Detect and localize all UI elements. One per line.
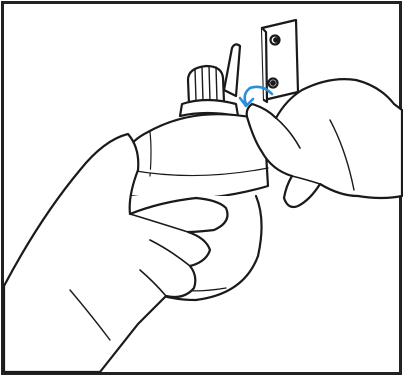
installation-illustration bbox=[0, 0, 403, 376]
illustration-canvas bbox=[0, 0, 403, 376]
